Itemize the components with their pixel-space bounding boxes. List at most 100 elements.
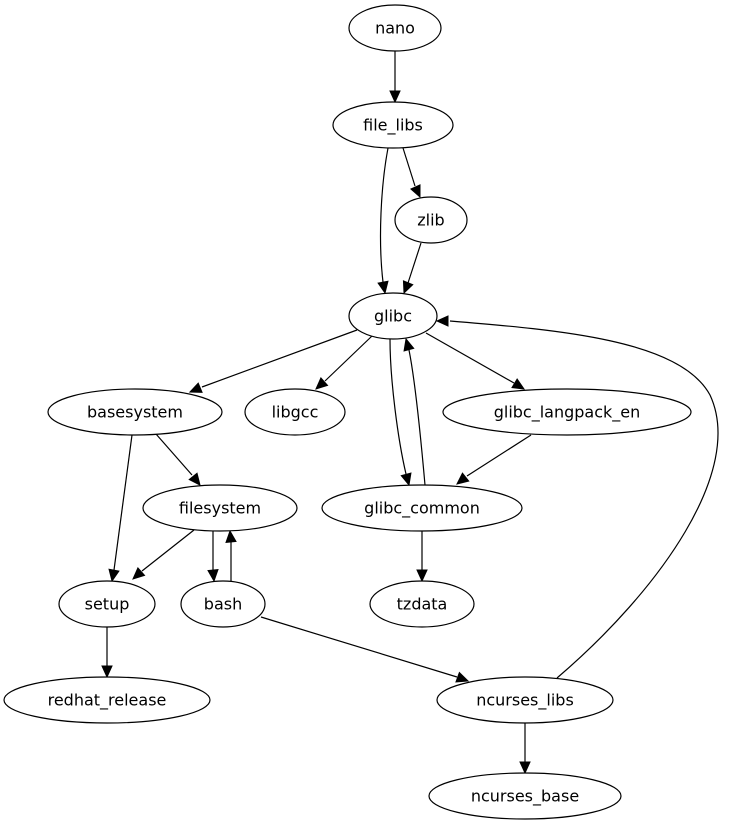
arrowhead-icon	[456, 472, 470, 485]
arrowhead-icon	[402, 280, 414, 295]
edge-line	[113, 434, 133, 571]
arrowhead-icon	[435, 315, 449, 327]
node-setup[interactable]: setup	[58, 580, 156, 628]
edge-glibc-to-basesystem	[188, 329, 358, 393]
node-label: redhat_release	[48, 691, 167, 711]
node-label: ncurses_base	[471, 787, 579, 807]
edge-ncurses_libs-to-ncurses_base	[519, 723, 531, 775]
edge-basesystem-to-filesystem	[155, 433, 201, 486]
node-label: glibc	[374, 307, 412, 326]
edge-zlib-to-glibc	[402, 242, 422, 295]
node-ellipse	[428, 772, 622, 820]
arrowhead-icon	[132, 567, 146, 580]
node-glibc[interactable]: glibc	[348, 292, 438, 340]
edge-line	[155, 433, 193, 476]
arrowhead-icon	[101, 665, 113, 679]
edge-glibc_common-to-tzdata	[416, 531, 428, 583]
arrowhead-icon	[409, 184, 421, 199]
edge-filesystem-to-setup	[132, 529, 195, 580]
edge-bash-to-filesystem	[225, 529, 237, 581]
node-ellipse	[348, 4, 442, 52]
arrowhead-icon	[315, 377, 329, 390]
node-label: filesystem	[179, 499, 261, 518]
arrowhead-icon	[511, 378, 526, 390]
edge-glibc-to-glibc_common	[389, 338, 412, 487]
node-ellipse	[47, 388, 223, 436]
node-ellipse	[348, 292, 438, 340]
edge-setup-to-redhat_release	[101, 627, 113, 679]
node-ellipse	[180, 580, 266, 628]
node-ncurses-base[interactable]: ncurses_base	[428, 772, 622, 820]
arrowhead-icon	[188, 472, 201, 486]
node-tzdata[interactable]: tzdata	[369, 580, 475, 628]
node-libgcc[interactable]: libgcc	[244, 388, 346, 436]
edge-line	[407, 242, 422, 284]
node-ellipse	[3, 676, 211, 724]
node-ellipse	[442, 388, 692, 436]
edge-nano-to-file_libs	[389, 51, 401, 104]
node-redhat-release[interactable]: redhat_release	[3, 676, 211, 724]
node-label: bash	[204, 595, 242, 614]
node-glibc-langpack-en[interactable]: glibc_langpack_en	[442, 388, 692, 436]
node-label: glibc_langpack_en	[494, 403, 641, 423]
arrowhead-icon	[416, 569, 428, 583]
edge-glibc_langpack_en-to-glibc_common	[456, 434, 532, 485]
node-label: zlib	[417, 211, 444, 230]
edge-line	[141, 529, 195, 572]
edge-line	[324, 335, 373, 382]
edge-file_libs-to-glibc	[377, 147, 389, 295]
node-bash[interactable]: bash	[180, 580, 266, 628]
edge-line	[201, 329, 358, 388]
arrowhead-icon	[519, 761, 531, 775]
node-ellipse	[142, 484, 298, 532]
arrowhead-icon	[455, 671, 470, 683]
edge-filesystem-to-bash	[207, 531, 219, 583]
node-zlib[interactable]: zlib	[394, 196, 468, 244]
edge-basesystem-to-setup	[108, 434, 133, 583]
edge-line	[260, 616, 458, 678]
arrowhead-icon	[400, 472, 412, 487]
node-ellipse	[436, 676, 614, 724]
node-label: basesystem	[87, 403, 183, 422]
arrowhead-icon	[207, 569, 219, 583]
edge-line	[425, 332, 515, 384]
edge-ncurses_libs-to-glibc	[435, 315, 719, 679]
node-label: nano	[375, 19, 415, 38]
arrowhead-icon	[377, 280, 389, 295]
edge-bash-to-ncurses_libs	[260, 616, 470, 683]
edge-line	[402, 147, 416, 187]
edge-line	[389, 338, 407, 475]
node-ellipse	[321, 484, 523, 532]
node-label: glibc_common	[364, 499, 480, 519]
node-basesystem[interactable]: basesystem	[47, 388, 223, 436]
node-ellipse	[58, 580, 156, 628]
node-label: tzdata	[397, 595, 448, 614]
arrowhead-icon	[108, 568, 120, 583]
node-nano[interactable]: nano	[348, 4, 442, 52]
edges-layer	[101, 51, 719, 775]
node-label: setup	[85, 595, 130, 614]
edge-line	[408, 349, 426, 486]
node-ellipse	[394, 196, 468, 244]
node-label: ncurses_libs	[476, 691, 574, 711]
node-label: libgcc	[272, 403, 319, 422]
edge-line	[379, 147, 389, 283]
node-ncurses-libs[interactable]: ncurses_libs	[436, 676, 614, 724]
node-label: file_libs	[363, 116, 423, 136]
edge-file_libs-to-zlib	[402, 147, 421, 199]
node-ellipse	[369, 580, 475, 628]
arrowhead-icon	[403, 337, 415, 352]
node-file-libs[interactable]: file_libs	[332, 101, 454, 149]
node-glibc-common[interactable]: glibc_common	[321, 484, 523, 532]
edge-line	[449, 320, 719, 679]
edge-glibc-to-libgcc	[315, 335, 373, 390]
arrowhead-icon	[389, 90, 401, 104]
node-filesystem[interactable]: filesystem	[142, 484, 298, 532]
edge-glibc-to-glibc_langpack_en	[425, 332, 526, 390]
edge-line	[466, 434, 532, 477]
node-ellipse	[244, 388, 346, 436]
node-ellipse	[332, 101, 454, 149]
arrowhead-icon	[188, 382, 203, 393]
